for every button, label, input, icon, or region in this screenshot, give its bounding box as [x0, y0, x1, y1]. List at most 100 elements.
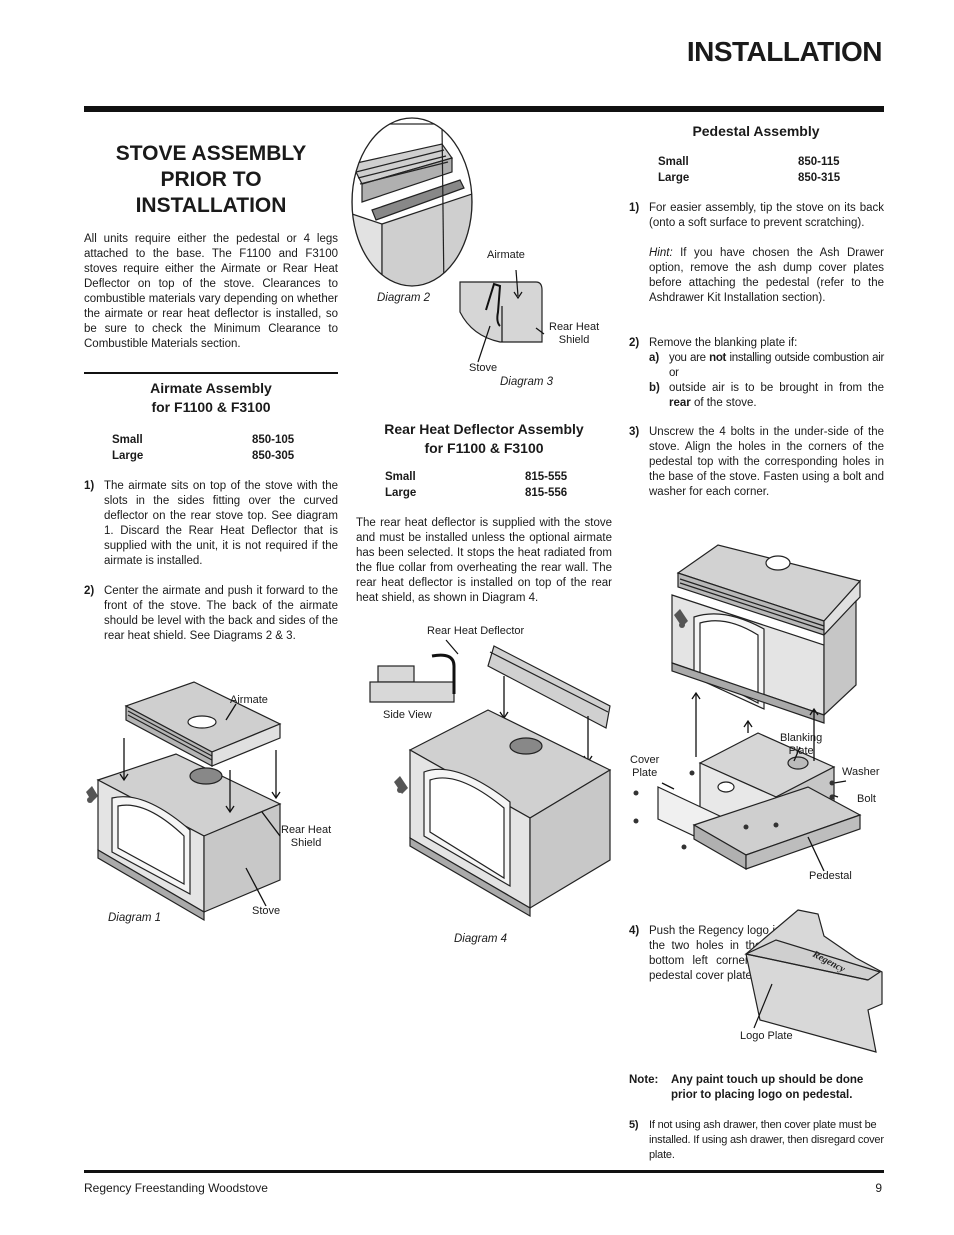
callout-line: Plate: [632, 767, 658, 779]
diagram-3-caption: Diagram 3: [500, 376, 554, 388]
rear-heat-shield-callout: Rear Heat Shield: [549, 321, 599, 347]
step-sub-item: a) you are not installing outside combust…: [649, 351, 884, 381]
step-number: 2): [629, 337, 640, 349]
airmate-heading-line: for F1100 & F3100: [151, 399, 271, 415]
sub-text-part: you are: [669, 352, 710, 364]
section-title-line: STOVE ASSEMBLY: [115, 142, 307, 165]
rear-heat-deflector-callout: Rear Heat Deflector: [427, 625, 525, 637]
sub-text: outside air is to be brought in from the…: [669, 381, 884, 411]
callout-line: Plate: [788, 745, 814, 757]
diagram-4-illustration: [369, 639, 612, 918]
sub-text-part: installing outside combustion air or: [669, 352, 884, 379]
rhd-heading-line: Rear Heat Deflector Assembly: [384, 421, 584, 437]
step-number: 4): [629, 925, 640, 937]
note-text: Any paint touch up should be done prior …: [671, 1074, 864, 1101]
sub-label: b): [649, 382, 660, 394]
callout-line: Rear Heat: [281, 824, 332, 836]
cover-plate-callout: Cover Plate: [630, 754, 659, 780]
step-text: Remove the blanking plate if:: [649, 337, 798, 349]
logo-plate-callout: Logo Plate: [740, 1030, 793, 1042]
footer-rule: [84, 1170, 884, 1173]
sub-text-emphasis: rear: [669, 397, 691, 409]
footer-doc-title: Regency Freestanding Woodstove: [84, 1181, 268, 1195]
step-number: 3): [629, 426, 640, 438]
part-row: Large 850-315: [658, 171, 878, 187]
diagram-1-illustration: [86, 681, 282, 922]
hint-text: If you have chosen the Ash Drawer option…: [649, 247, 884, 304]
airmate-callout: Airmate: [230, 694, 268, 706]
page-number: 9: [875, 1181, 882, 1195]
sub-label: a): [649, 352, 660, 364]
intro-paragraph: All units require either the pedestal or…: [84, 233, 338, 350]
part-row: Small 815-555: [385, 470, 605, 486]
step-number: 1): [84, 480, 95, 492]
rhd-part-table: Small 815-555 Large 815-556: [385, 470, 605, 501]
hint-label: Hint:: [649, 247, 673, 259]
step-text: If not using ash drawer, then cover plat…: [649, 1119, 884, 1161]
callout-line: Shield: [290, 837, 322, 849]
sub-text-part: of the stove.: [690, 397, 757, 409]
section-title-line: INSTALLATION: [135, 194, 287, 217]
part-number: 815-556: [525, 486, 568, 499]
rhd-heading: Rear Heat Deflector Assembly for F1100 &…: [356, 420, 612, 458]
washer-callout: Washer: [842, 766, 880, 778]
airmate-callout: Airmate: [487, 249, 525, 261]
section-title-line: PRIOR TO: [160, 168, 262, 191]
callout-line: Shield: [558, 334, 590, 346]
callout-line: Rear Heat: [549, 321, 600, 333]
step-text: Unscrew the 4 bolts in the under-side of…: [649, 426, 884, 498]
stove-callout: Stove: [469, 362, 498, 374]
airmate-step-1: 1) The airmate sits on top of the stove …: [84, 479, 338, 569]
part-size: Small: [658, 156, 689, 168]
sub-text-emphasis: not: [709, 352, 727, 364]
pedestal-diagram-illustration: [633, 544, 862, 872]
part-size: Large: [658, 171, 690, 184]
diagram-2-illustration: [351, 117, 473, 287]
part-row: Small 850-105: [112, 433, 332, 449]
step-text: Center the airmate and push it forward t…: [104, 585, 338, 642]
part-size: Small: [112, 434, 143, 446]
diagram-2-caption: Diagram 2: [377, 292, 431, 304]
section-title: STOVE ASSEMBLY PRIOR TO INSTALLATION: [84, 141, 338, 219]
pedestal-step-3: 3) Unscrew the 4 bolts in the under-side…: [629, 425, 884, 500]
airmate-heading: Airmate Assembly for F1100 & F3100: [84, 379, 338, 417]
rhd-heading-line: for F1100 & F3100: [424, 440, 544, 456]
step-number: 2): [84, 585, 95, 597]
pedestal-step-5: 5) If not using ash drawer, then cover p…: [629, 1118, 884, 1163]
sub-text-part: outside air is to be brought in from the: [669, 382, 884, 394]
step-text: For easier assembly, tip the stove on it…: [649, 202, 884, 229]
airmate-step-2: 2) Center the airmate and push it forwar…: [84, 584, 338, 644]
part-number: 850-315: [798, 171, 841, 184]
diagram-4-caption: Diagram 4: [454, 933, 508, 945]
step-number: 5): [629, 1119, 639, 1131]
sub-text: you are not installing outside combustio…: [669, 351, 884, 381]
part-size: Small: [385, 471, 416, 483]
section-divider: [84, 372, 338, 374]
airmate-heading-line: Airmate Assembly: [150, 380, 272, 396]
paint-note: Note: Any paint touch up should be done …: [629, 1073, 884, 1103]
note-label: Note:: [629, 1074, 659, 1086]
blanking-plate-callout: Blanking Plate: [780, 732, 822, 758]
pedestal-step-2: 2) Remove the blanking plate if: a) you a…: [629, 336, 884, 411]
part-number: 815-555: [525, 471, 568, 483]
stove-callout: Stove: [252, 905, 281, 917]
rhd-paragraph: The rear heat deflector is supplied with…: [356, 517, 612, 604]
side-view-label: Side View: [383, 709, 432, 721]
hint-paragraph: Hint: If you have chosen the Ash Drawer …: [649, 246, 884, 306]
part-row: Large 815-556: [385, 486, 605, 502]
step-body: For easier assembly, tip the stove on it…: [649, 201, 884, 306]
step-body: Remove the blanking plate if: a) you are …: [649, 336, 884, 411]
header-rule: [84, 106, 884, 112]
callout-line: Cover: [630, 754, 660, 766]
step-number: 1): [629, 202, 640, 214]
part-size: Large: [385, 486, 417, 499]
pedestal-step-1: 1) For easier assembly, tip the stove on…: [629, 201, 884, 306]
step-sub-item: b) outside air is to be brought in from t…: [649, 381, 884, 411]
diagram-1-caption: Diagram 1: [108, 912, 162, 924]
part-number: 850-105: [252, 434, 295, 446]
part-size: Large: [112, 449, 144, 462]
pedestal-callout: Pedestal: [809, 870, 852, 882]
